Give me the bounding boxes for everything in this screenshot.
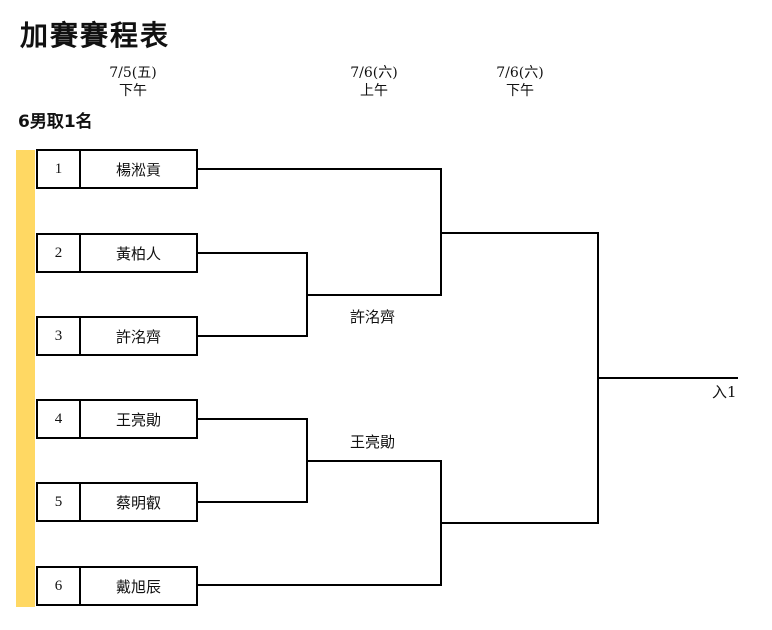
entry-5: 5 蔡明叡 xyxy=(36,482,198,522)
schedule-session: 下午 xyxy=(119,83,147,99)
bracket-line xyxy=(597,377,738,379)
schedule-session: 上午 xyxy=(360,83,388,99)
entry-4: 4 王亮勛 xyxy=(36,399,198,439)
player-name: 黃柏人 xyxy=(115,244,161,263)
player-name: 許洺齊 xyxy=(115,327,161,346)
entry-6: 6 戴旭辰 xyxy=(36,566,198,606)
entry-3: 3 許洺齊 xyxy=(36,316,198,356)
seed-number: 6 xyxy=(38,568,81,604)
bracket-line xyxy=(440,232,599,234)
entry-1: 1 楊淞貢 xyxy=(36,149,198,189)
seed-color-bar xyxy=(16,150,35,607)
schedule-date: 7/6(六) xyxy=(496,65,544,81)
schedule-session: 下午 xyxy=(506,83,534,99)
seed-number: 5 xyxy=(38,484,81,520)
schedule-round-1: 7/5(五) 下午 xyxy=(100,64,166,100)
bracket-line xyxy=(306,294,442,296)
schedule-date: 7/6(六) xyxy=(350,65,398,81)
entry-2: 2 黃柏人 xyxy=(36,233,198,273)
bracket-line xyxy=(198,418,307,420)
seed-number: 2 xyxy=(38,235,81,271)
schedule-date: 7/5(五) xyxy=(109,65,157,81)
match-winner-label: 王亮勛 xyxy=(350,433,396,451)
player-name: 王亮勛 xyxy=(115,410,161,429)
player-name: 楊淞貢 xyxy=(115,160,161,179)
schedule-round-3: 7/6(六) 下午 xyxy=(487,64,553,100)
player-name: 戴旭辰 xyxy=(115,577,161,596)
bracket-line xyxy=(440,522,599,524)
bracket-line xyxy=(198,584,442,586)
seed-number: 3 xyxy=(38,318,81,354)
bracket-line xyxy=(198,501,307,503)
bracket-line xyxy=(306,460,442,462)
advance-label: 入1 xyxy=(712,383,737,401)
seed-number: 1 xyxy=(38,151,81,187)
match-winner-label: 許洺齊 xyxy=(350,308,396,326)
bracket-line xyxy=(198,252,307,254)
player-name: 蔡明叡 xyxy=(115,493,161,512)
category-label: 6男取1名 xyxy=(18,112,93,132)
bracket-line xyxy=(198,168,442,170)
page-title: 加賽賽程表 xyxy=(20,19,171,52)
bracket-line xyxy=(198,335,307,337)
seed-number: 4 xyxy=(38,401,81,437)
schedule-round-2: 7/6(六) 上午 xyxy=(341,64,407,100)
